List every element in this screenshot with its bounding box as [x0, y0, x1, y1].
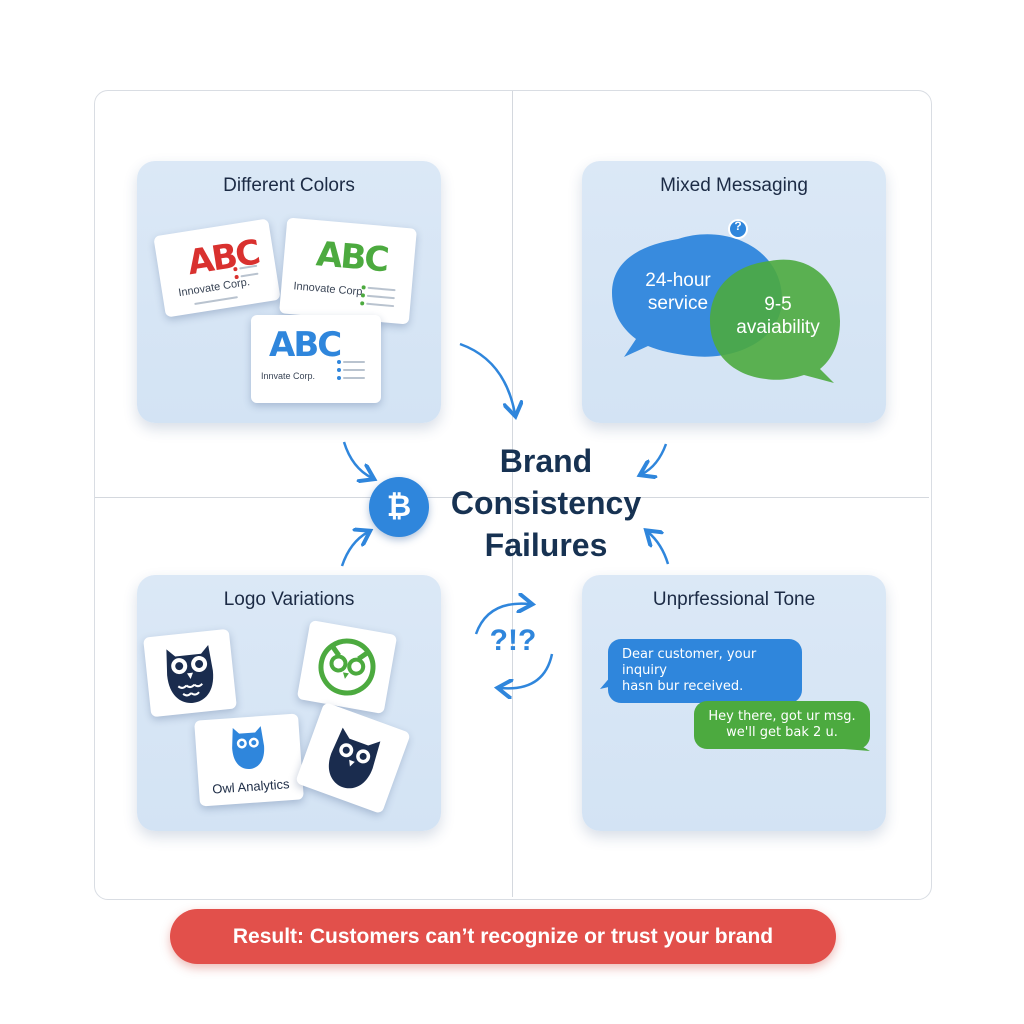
bitcoin-icon: ₿ [369, 477, 429, 537]
casual-line2: we'll get bak 2 u. [726, 725, 838, 740]
owl-icon [166, 644, 214, 703]
owl-tile-blue: Owl Analytics [194, 713, 304, 807]
owl-tile-green [296, 619, 398, 715]
abc-logo-blue: ABC [269, 325, 342, 365]
card-line [343, 377, 365, 379]
formal-line2: hasn bur received. [622, 679, 744, 694]
card-line [343, 369, 365, 371]
panel-mixed-messaging: Mixed Messaging ? 24-hour service 9-5 av… [582, 161, 886, 423]
casual-message: Hey there, got ur msg. we'll get bak 2 u… [694, 701, 870, 749]
card-line [343, 361, 365, 363]
panel-logo-variations: Logo Variations Owl Analytics [137, 575, 441, 831]
bubble-blue-line2: service [647, 293, 709, 314]
card-dot [337, 360, 341, 364]
owl-tile-dark [295, 701, 411, 815]
bubble-green-line1: 9-5 [764, 294, 792, 315]
horizontal-divider [95, 497, 929, 498]
owl-icon [318, 638, 376, 696]
cycle-arrow-top [474, 604, 530, 635]
formal-line1: Dear customer, your inquiry [622, 647, 757, 678]
card-dot [337, 368, 341, 372]
center-title-line2: Consistency [450, 485, 642, 521]
cycle-question-marks: ?!? [489, 624, 537, 657]
center-title-line3: Failures [484, 527, 608, 563]
owl-icon [232, 726, 265, 769]
panel-unprofessional-tone: Unprfessional Tone Dear customer, your i… [582, 575, 886, 831]
question-mark: ? [734, 219, 742, 233]
arrow-bottom-right [648, 532, 670, 565]
card-dot [337, 376, 341, 380]
owl-icon [328, 727, 381, 789]
business-card-blue: ABC Innvate Corp. [251, 315, 381, 403]
center-title: Brand Consistency Failures [436, 440, 656, 566]
bubble-green-line2: avaiability [736, 317, 820, 338]
cycle-arrow-bottom [500, 653, 554, 688]
center-title-line1: Brand [499, 443, 593, 479]
formal-message: Dear customer, your inquiry hasn bur rec… [608, 639, 802, 703]
panel-title: Unprfessional Tone [652, 589, 816, 610]
panel-title: Mixed Messaging [660, 175, 808, 196]
panel-title: Different Colors [223, 175, 355, 196]
result-banner: Result: Customers can’t recognize or tru… [170, 909, 836, 964]
arrow-top-right [642, 443, 668, 474]
arrow-top-middle [459, 342, 515, 414]
arrow-bottom-left [340, 532, 368, 567]
speech-bubbles-graphic [612, 219, 840, 383]
casual-line1: Hey there, got ur msg. [708, 709, 856, 724]
bubble-blue-line1: 24-hour [645, 270, 711, 291]
arrow-top-left [342, 441, 372, 478]
panel-different-colors: Different Colors ABC Innovate Corp. ABC … [137, 161, 441, 423]
panel-title: Logo Variations [223, 589, 355, 610]
vertical-divider [512, 91, 513, 897]
owl-tile-navy [143, 628, 237, 718]
company-name: Innvate Corp. [261, 371, 316, 381]
